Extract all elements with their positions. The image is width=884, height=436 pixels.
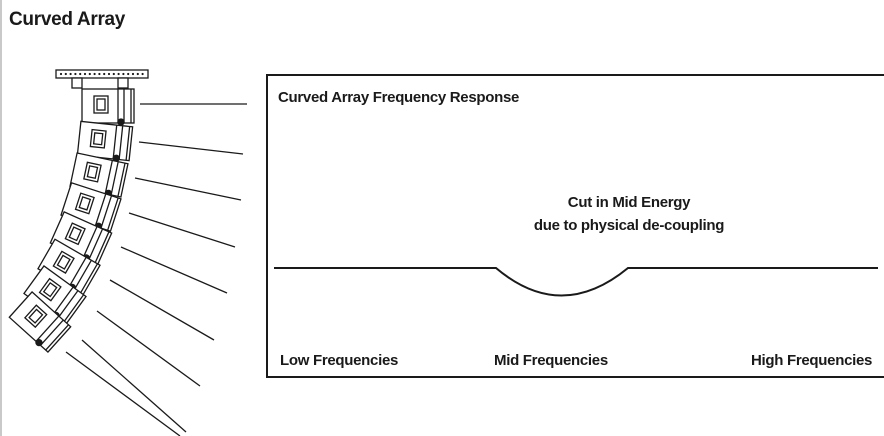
high-frequencies-label: High Frequencies [751, 352, 873, 369]
mid-frequencies-label: Mid Frequencies [494, 352, 608, 369]
dispersion-line [65, 351, 181, 436]
speaker-cabinet [8, 291, 72, 353]
annotation-line-2: due to physical de-coupling [533, 217, 725, 234]
curved-array-illustration [8, 69, 247, 436]
page-title: Curved Array [9, 9, 126, 30]
speaker-cabinet [76, 120, 134, 162]
dispersion-line [138, 141, 244, 155]
rigging-frame [55, 69, 149, 89]
dispersion-line [128, 212, 236, 248]
low-frequencies-label: Low Frequencies [280, 352, 399, 369]
dispersion-line [96, 310, 201, 387]
speaker-cabinet [81, 88, 135, 126]
dispersion-line [81, 339, 187, 433]
mid-cut-annotation: Cut in Mid Energy due to physical de-cou… [449, 191, 809, 237]
left-margin-rule [0, 0, 2, 436]
annotation-line-1: Cut in Mid Energy [567, 194, 691, 211]
dispersion-line [109, 279, 215, 341]
speaker-cabinet [23, 265, 87, 325]
speaker-cabinet [69, 152, 129, 198]
dispersion-line [120, 246, 228, 294]
dispersion-line [134, 177, 242, 201]
frequency-response-panel: Curved Array Frequency Response Cut in M… [266, 74, 884, 378]
response-curve-graphic [274, 267, 878, 297]
response-curve [274, 267, 878, 297]
panel-title: Curved Array Frequency Response [278, 89, 520, 106]
